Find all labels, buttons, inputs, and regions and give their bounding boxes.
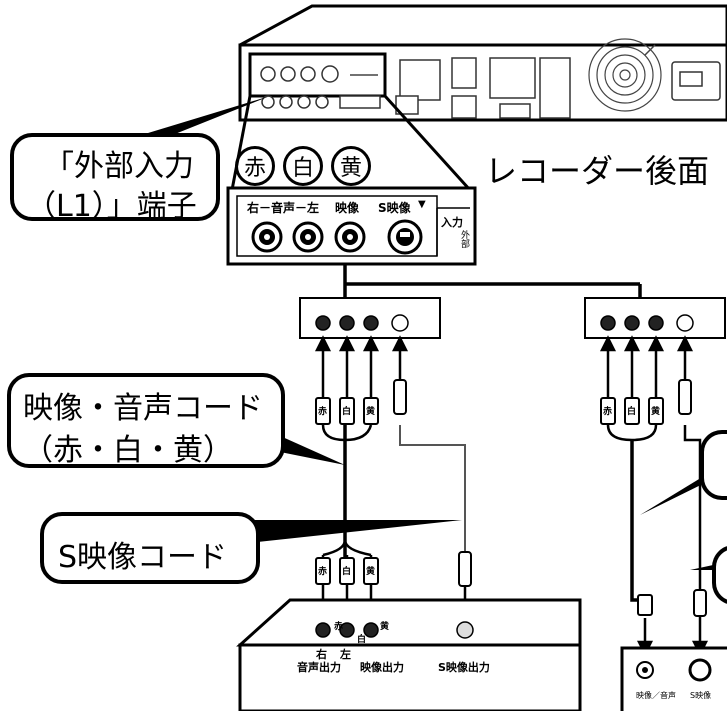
zoom-line-right — [383, 94, 472, 192]
av-cord-label-1: 映像・音声コード — [23, 391, 263, 426]
plug-label-yellow-left: 黄 — [366, 407, 376, 417]
color-chip-red-label: 赤 — [243, 156, 266, 181]
s-video-cord-label: S映像コード — [58, 540, 228, 575]
panel-audio-label: 右－音声－左 — [247, 201, 320, 215]
source-right-label: 右 — [316, 648, 327, 661]
recorder-rear-title: レコーダー後面 — [485, 152, 710, 190]
plug-label-yellow-right: 黄 — [651, 407, 661, 417]
color-chip-red: 赤 — [235, 146, 275, 186]
left-small-panel — [299, 297, 441, 339]
right-device — [620, 646, 727, 711]
source-chip-white: 白 — [357, 635, 367, 645]
color-chip-white-label: 白 — [291, 156, 314, 181]
panel-svideo-label: S映像 — [378, 201, 411, 215]
s-video-callout: S映像コード — [40, 512, 260, 584]
right-callout-1 — [700, 430, 727, 500]
plug-label-yellow-lower: 黄 — [366, 567, 376, 577]
plug-label-white-left: 白 — [342, 407, 352, 417]
source-chip-red: 赤 — [334, 622, 344, 632]
external-input-label-1: 「外部入力 — [44, 149, 194, 184]
right-device-av-label: 映像／音声 — [636, 691, 676, 700]
source-chip-yellow: 黄 — [380, 622, 390, 632]
plug-label-red-lower: 赤 — [318, 567, 328, 577]
source-device — [236, 598, 582, 711]
color-chip-yellow: 黄 — [331, 146, 371, 186]
color-chip-yellow-label: 黄 — [339, 156, 362, 181]
panel-input-label: 入力 — [441, 216, 463, 229]
plug-label-white-lower: 白 — [342, 567, 352, 577]
right-device-svideo-label: S映像 — [690, 691, 712, 700]
right-small-panel — [584, 297, 726, 339]
left-plugs — [315, 379, 472, 587]
source-audio-out-label: 音声出力 — [297, 661, 341, 674]
plug-label-white-right: 白 — [627, 407, 637, 417]
color-chip-white: 白 — [283, 146, 323, 186]
external-input-label-2: （L1）」端子 — [26, 189, 197, 224]
source-left-label: 左 — [340, 648, 351, 661]
source-svideo-out-label: S映像出力 — [438, 661, 490, 674]
source-video-out-label: 映像出力 — [360, 661, 404, 674]
av-cord-label-2: （赤・白・黄） — [23, 433, 233, 468]
right-plugs — [600, 379, 707, 617]
plug-label-red-right: 赤 — [603, 407, 613, 417]
enlarged-terminal-panel — [226, 186, 477, 266]
panel-external-label: 外部 — [459, 230, 469, 248]
panel-video-label: 映像 — [335, 201, 360, 215]
panel-svideo-arrow: ▼ — [418, 199, 426, 210]
av-cord-callout: 映像・音声コード （赤・白・黄） — [7, 373, 285, 468]
recorder-body — [238, 4, 727, 122]
external-input-callout: 「外部入力 （L1）」端子 — [10, 133, 220, 224]
main-cable — [343, 264, 642, 300]
zoom-line-left — [230, 95, 252, 191]
plug-label-red-left: 赤 — [318, 407, 328, 417]
